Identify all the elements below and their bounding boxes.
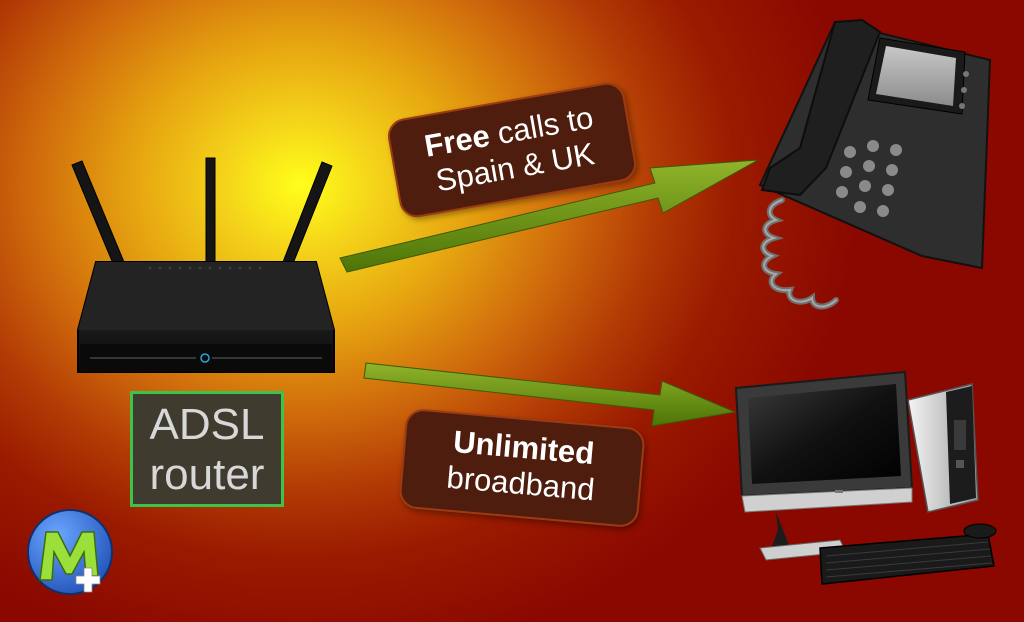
desk-phone-icon [758,18,992,310]
brand-logo [27,509,113,595]
router-label-line1: ADSL [149,400,265,449]
arrow-to-computer [363,362,737,427]
arrow-to-phone [339,159,759,273]
router-icon [71,157,335,373]
desktop-computer-icon [734,370,997,585]
router-label: ADSL router [130,391,284,507]
broadband-label: Unlimited broadband [398,407,646,529]
router-label-line2: router [149,450,265,499]
